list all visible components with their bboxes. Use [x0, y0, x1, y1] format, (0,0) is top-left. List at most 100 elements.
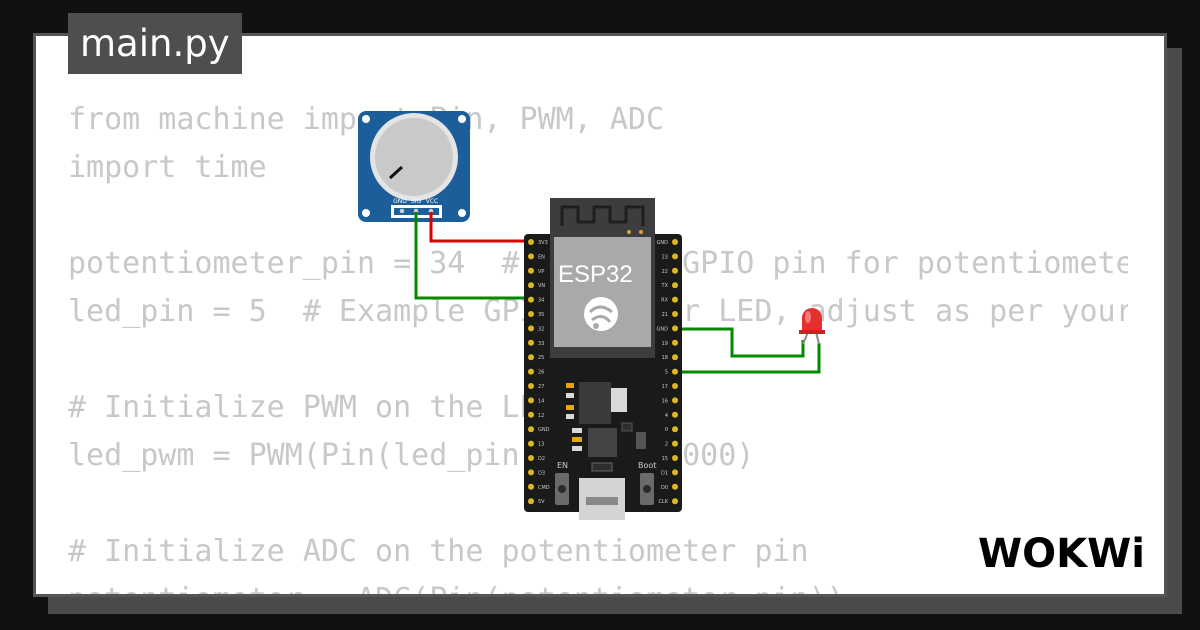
pin-label: 21: [662, 312, 668, 318]
wokwi-logo-text: WOKWi: [978, 531, 1145, 577]
header-pin[interactable]: [672, 426, 678, 433]
pin-label: CLK: [658, 499, 668, 505]
pin-label: 23: [662, 254, 668, 260]
pin-label: GND: [657, 240, 669, 246]
pin-label: 3V3: [538, 240, 548, 246]
pin-label: D2: [538, 456, 545, 462]
led[interactable]: [799, 308, 825, 345]
header-pin[interactable]: [528, 411, 534, 418]
header-pin[interactable]: [528, 440, 534, 447]
file-tab[interactable]: main.py: [68, 13, 242, 74]
smd-component: [621, 422, 633, 432]
pin-label: 5V: [538, 499, 545, 505]
en-button-cap: [558, 485, 566, 493]
header-pin[interactable]: [528, 311, 534, 317]
header-pin[interactable]: [672, 498, 678, 505]
code-line: from machine import Pin, PWM, ADC: [68, 102, 665, 137]
header-pin[interactable]: [528, 354, 534, 361]
header-pin[interactable]: [672, 282, 678, 289]
header-pin[interactable]: [672, 383, 678, 389]
smd-component: [591, 462, 613, 472]
pin-label: 15: [662, 456, 668, 462]
pin-label: 18: [662, 355, 668, 361]
pin-label: 33: [538, 341, 544, 347]
mount-hole: [362, 209, 370, 217]
pin-label: 5: [665, 370, 668, 376]
module-pad: [627, 230, 631, 234]
header-pin[interactable]: [528, 267, 534, 274]
esp32-board[interactable]: 3V3ENVPVN343532332526271412GND13D2D3CMD5…: [524, 198, 682, 520]
potentiometer[interactable]: GND SIG VCC: [358, 111, 470, 222]
pin-gnd[interactable]: [399, 208, 405, 214]
pin-label: 16: [662, 398, 668, 404]
pin-label: 19: [662, 341, 668, 347]
led-highlight: [805, 311, 811, 323]
header-pin[interactable]: [528, 239, 534, 245]
knob-indicator: [388, 165, 404, 180]
boot-label: Boot: [638, 461, 656, 470]
header-pin[interactable]: [528, 469, 534, 476]
wire-gpio5-led[interactable]: [677, 343, 821, 374]
pin-label: 17: [662, 384, 668, 390]
header-pin[interactable]: [528, 498, 534, 505]
header-pin[interactable]: [672, 239, 678, 245]
pin-label: 25: [538, 355, 544, 361]
header-pin[interactable]: [672, 368, 678, 375]
header-pin[interactable]: [672, 440, 678, 447]
smd-component: [566, 383, 574, 388]
wire-sig-34[interactable]: [414, 212, 530, 300]
header-pin[interactable]: [672, 267, 678, 274]
pin-label: TX: [661, 283, 669, 289]
pin-label: 34: [538, 298, 544, 304]
pin-label: CMD: [538, 485, 550, 491]
header-pin[interactable]: [528, 253, 534, 260]
pin-label: 4: [665, 413, 668, 419]
smd-component: [572, 446, 582, 451]
voltage-regulator: [579, 382, 611, 424]
header-pin[interactable]: [672, 455, 678, 461]
header-pin[interactable]: [672, 296, 678, 303]
header-pin[interactable]: [528, 383, 534, 389]
smd-component: [636, 432, 646, 449]
mount-hole: [362, 115, 370, 123]
pin-label: 2: [665, 442, 668, 448]
header-pin[interactable]: [672, 311, 678, 317]
header-pin[interactable]: [528, 282, 534, 289]
pin-label: 14: [538, 398, 544, 404]
header-pin[interactable]: [528, 397, 534, 404]
header-pin[interactable]: [672, 253, 678, 260]
header-pin[interactable]: [672, 397, 678, 404]
header-pin[interactable]: [528, 368, 534, 375]
header-pin[interactable]: [672, 483, 678, 490]
regulator-tab: [611, 388, 627, 412]
mount-hole: [458, 115, 466, 123]
wokwi-logo: WOKWi: [978, 531, 1145, 577]
header-pin[interactable]: [528, 339, 534, 346]
header-pin[interactable]: [528, 296, 534, 303]
pin-label: EN: [538, 254, 545, 260]
pin-label: 26: [538, 370, 544, 376]
led-rim: [799, 330, 825, 334]
usb-port-icon: [586, 497, 618, 505]
pin-label: D1: [661, 470, 668, 476]
header-pin[interactable]: [672, 339, 678, 346]
pin-label: D3: [538, 470, 545, 476]
esp32-label: ESP32: [558, 261, 633, 288]
potentiometer-knob[interactable]: [375, 118, 453, 196]
pin-label: D0: [661, 485, 668, 491]
header-pin[interactable]: [528, 483, 534, 490]
pin-label: GND: [538, 427, 550, 433]
header-pin[interactable]: [672, 354, 678, 361]
smd-component: [572, 428, 582, 433]
header-pin[interactable]: [528, 325, 534, 332]
header-pin[interactable]: [528, 455, 534, 461]
header-pin[interactable]: [672, 411, 678, 418]
header-pin[interactable]: [672, 469, 678, 476]
smd-component: [566, 405, 574, 410]
header-pin[interactable]: [672, 325, 678, 332]
wire-gnd-led[interactable]: [677, 327, 805, 358]
header-pin[interactable]: [528, 426, 534, 433]
wire-vcc-3v3[interactable]: [429, 212, 530, 243]
